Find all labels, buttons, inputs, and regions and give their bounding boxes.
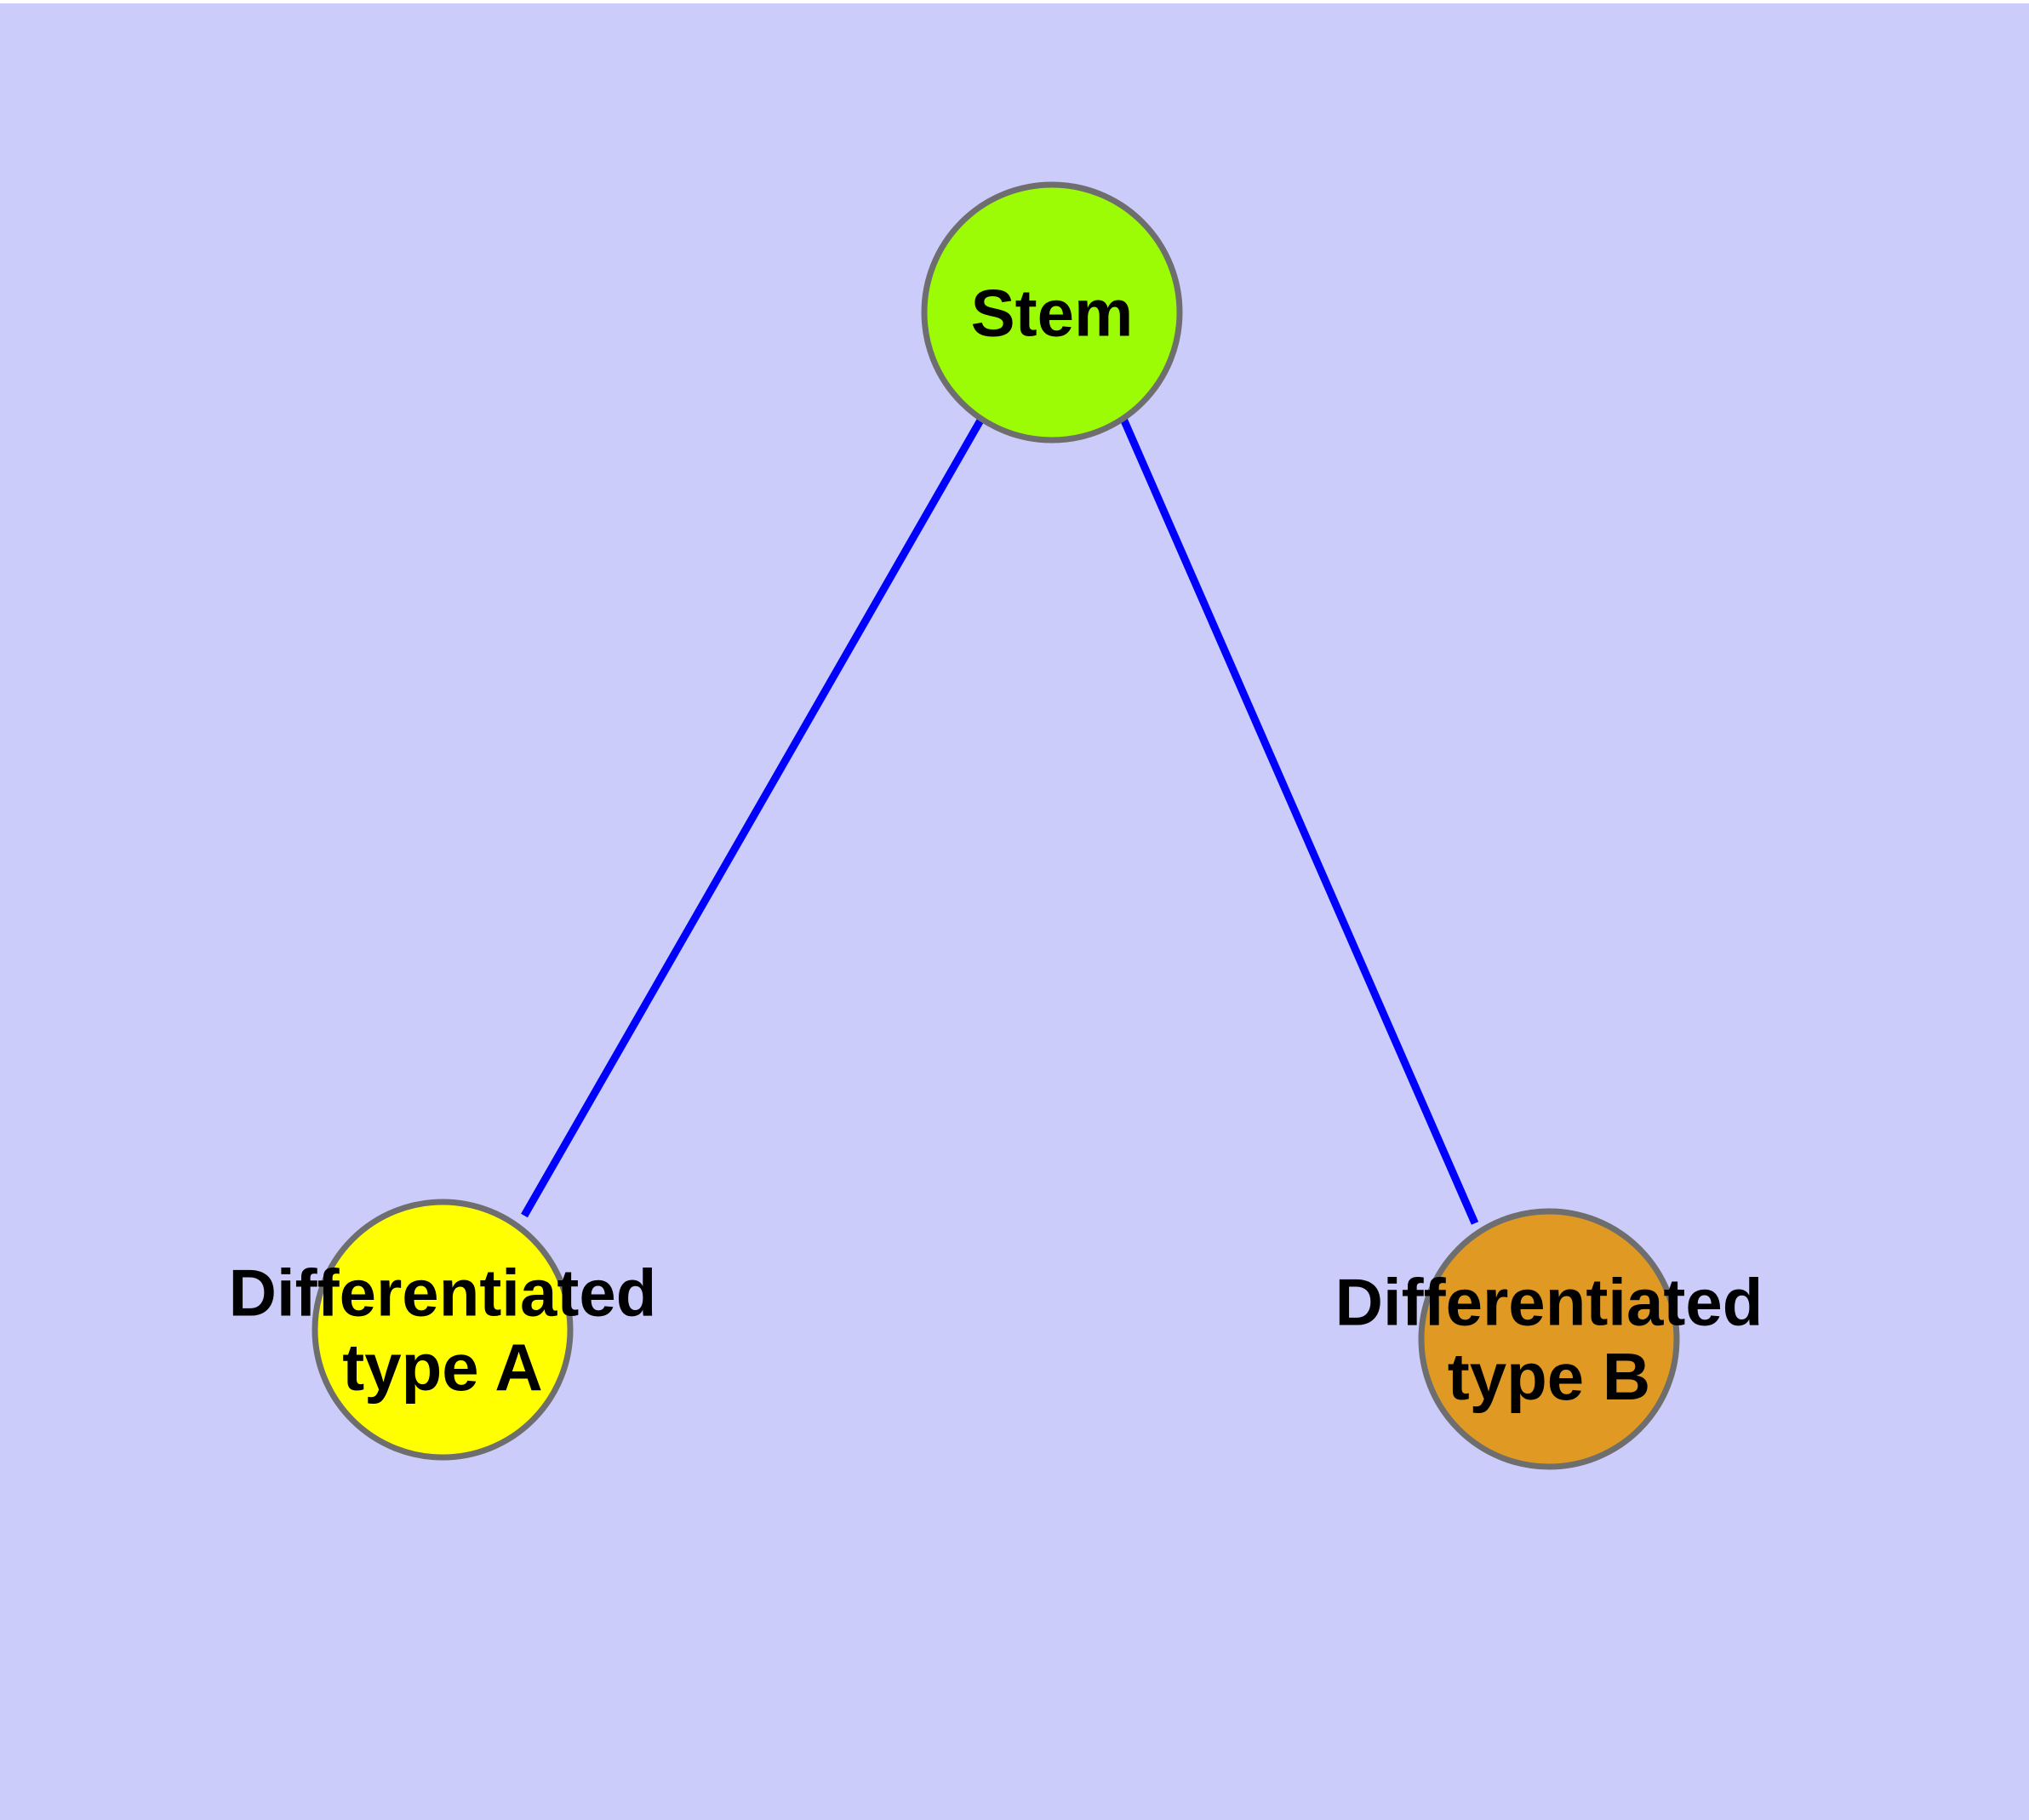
node-label-line: Stem xyxy=(971,275,1134,350)
node-label-line: type A xyxy=(342,1330,543,1405)
node-label-line: Differentiated xyxy=(1335,1265,1763,1340)
edges-layer xyxy=(521,416,1479,1225)
edge-stem-to-differentiated-type-b[interactable] xyxy=(1119,417,1479,1225)
node-label-line: type B xyxy=(1448,1339,1650,1414)
node-stem-circle[interactable] xyxy=(921,181,1183,444)
node-differentiated-type-b-circle[interactable] xyxy=(1418,1208,1680,1470)
edge-stem-to-differentiated-type-a[interactable] xyxy=(521,416,985,1218)
node-label-line: Differentiated xyxy=(229,1256,657,1331)
node-differentiated-type-a-circle[interactable] xyxy=(311,1199,574,1461)
node-stem[interactable]: Stem xyxy=(921,181,1183,444)
node-stem-label: Stem xyxy=(971,275,1134,350)
